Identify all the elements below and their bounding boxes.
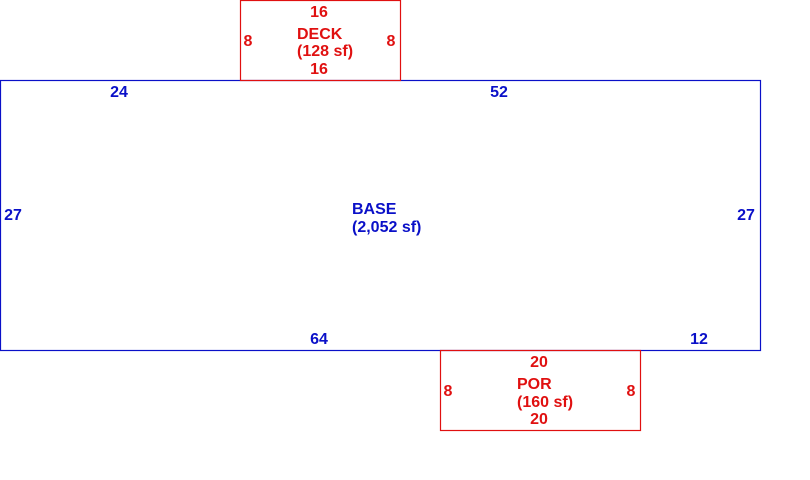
porch-area-label: (160 sf) [517,394,573,411]
porch-right-dimension: 8 [627,383,636,400]
porch-left-dimension: 8 [444,383,453,400]
deck-bottom-dimension: 16 [310,61,328,78]
porch-bottom-dimension: 20 [530,411,548,428]
base-bottom-right-dimension: 12 [690,331,708,348]
base-name-label: BASE [352,201,397,218]
deck-name-label: DECK [297,26,343,43]
deck-right-dimension: 8 [387,33,396,50]
base-top-left-dimension: 24 [110,84,128,101]
deck-area-label: (128 sf) [297,43,353,60]
deck-outline [239,0,402,82]
deck-top-dimension: 16 [310,4,328,21]
base-bottom-left-dimension: 64 [310,331,328,348]
deck-left-dimension: 8 [244,33,253,50]
base-right-dimension: 27 [737,207,755,224]
base-top-right-dimension: 52 [490,84,508,101]
base-left-dimension: 27 [4,207,22,224]
base-area-label: (2,052 sf) [352,219,421,236]
porch-name-label: POR [517,376,552,393]
porch-top-dimension: 20 [530,354,548,371]
porch-outline [439,349,642,432]
